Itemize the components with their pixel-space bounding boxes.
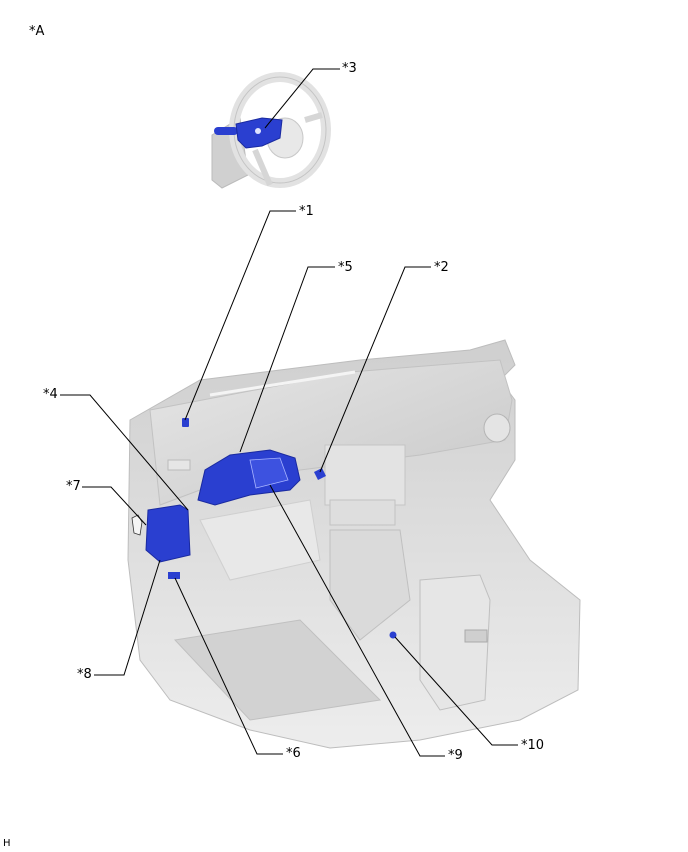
leader-line-10 bbox=[394, 636, 518, 746]
callout-9: *9 bbox=[448, 748, 463, 763]
callout-3: *3 bbox=[342, 61, 357, 76]
leader-line-6 bbox=[174, 577, 283, 755]
callout-10: *10 bbox=[521, 738, 545, 753]
callout-4: *4 bbox=[43, 387, 58, 402]
callout-1: *1 bbox=[299, 204, 314, 219]
highlighted-parts bbox=[131, 418, 397, 639]
leader-line-8 bbox=[94, 559, 161, 676]
leader-lines bbox=[60, 68, 518, 757]
callout-7: *7 bbox=[66, 479, 81, 494]
callout-6: *6 bbox=[286, 746, 301, 761]
callout-2: *2 bbox=[434, 260, 449, 275]
leader-line-5 bbox=[239, 266, 335, 453]
view-label: *A bbox=[29, 24, 45, 39]
callout-5: *5 bbox=[338, 260, 353, 275]
leader-line-7 bbox=[82, 486, 147, 526]
leader-line-2 bbox=[319, 266, 431, 473]
leader-line-9 bbox=[269, 484, 445, 757]
dashboard-illustration bbox=[127, 339, 581, 749]
callout-8: *8 bbox=[77, 667, 92, 682]
leader-line-1 bbox=[184, 210, 296, 421]
combination-switch-part bbox=[214, 117, 283, 149]
leader-line-3 bbox=[264, 68, 340, 129]
corner-code: H bbox=[3, 838, 11, 849]
leader-line-4 bbox=[60, 394, 189, 511]
